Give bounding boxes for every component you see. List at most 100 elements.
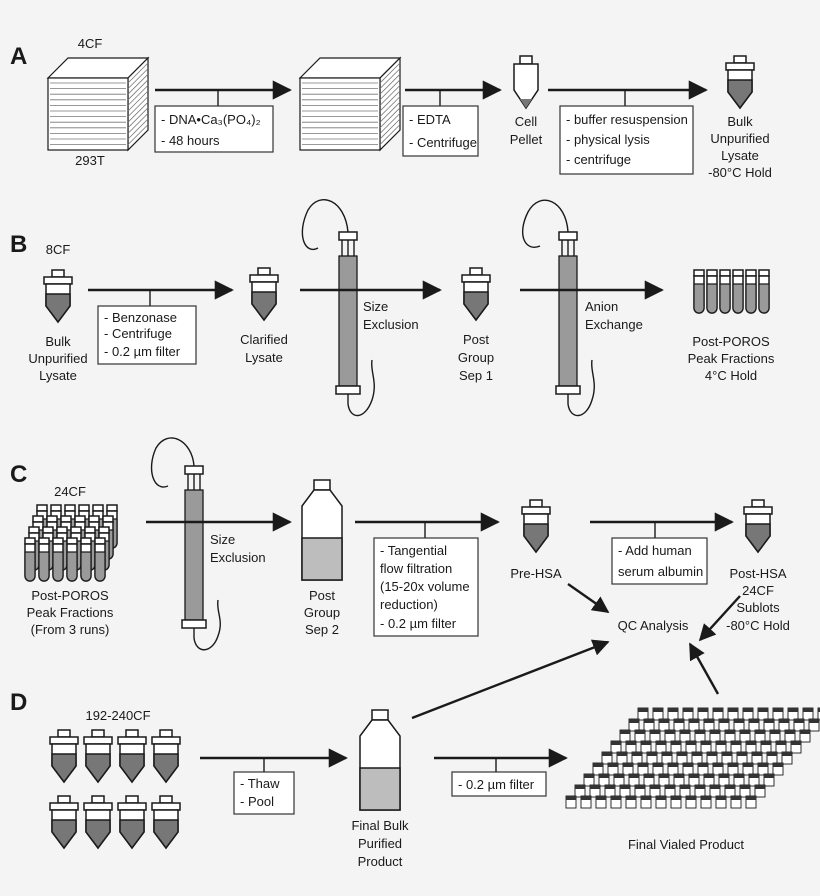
size-exclusion-column-2 bbox=[181, 465, 207, 639]
post-hsa-tube bbox=[743, 499, 773, 553]
step-transfection-line1: - DNA•Ca₃(PO₄)₂ bbox=[161, 112, 261, 127]
final-product-label: Final Vialed Product bbox=[628, 837, 744, 852]
count-label-b: 8CF bbox=[46, 242, 71, 257]
input-b-line3: Lysate bbox=[39, 368, 77, 383]
section-label-d: D bbox=[10, 689, 27, 716]
final-bulk-bottle bbox=[359, 709, 401, 811]
post-b-line3: Sep 1 bbox=[459, 368, 493, 383]
count-label-d: 192-240CF bbox=[85, 708, 150, 723]
input-b-line1: Bulk bbox=[45, 334, 71, 349]
arrow-bulk-to-qc bbox=[411, 639, 610, 720]
bulk-d-line2: Purified bbox=[358, 836, 402, 851]
size-exclusion-b-line2: Exclusion bbox=[363, 317, 419, 332]
cell-line-label: 293T bbox=[75, 153, 105, 168]
clarified-lysate-tube bbox=[249, 267, 279, 321]
input-c-line3: (From 3 runs) bbox=[31, 622, 110, 637]
thawed-tube-array bbox=[49, 729, 181, 849]
step-tff-line3: (15-20x volume bbox=[380, 579, 470, 594]
result-c-line1: Post-HSA bbox=[729, 566, 786, 581]
result-c-line3: Sublots bbox=[736, 600, 780, 615]
size-exclusion-c-line1: Size bbox=[210, 532, 235, 547]
post-b-line2: Group bbox=[458, 350, 494, 365]
result-c-line4: -80°C Hold bbox=[726, 618, 790, 633]
clarified-line2: Lysate bbox=[245, 350, 283, 365]
anion-line1: Anion bbox=[585, 299, 618, 314]
step-tff-line5: - 0.2 µm filter bbox=[380, 616, 457, 631]
section-label-c: C bbox=[10, 461, 27, 488]
step-harvest-line2: - Centrifuge bbox=[409, 135, 477, 150]
cell-factory-stack-transfected bbox=[298, 56, 402, 152]
count-label-c: 24CF bbox=[54, 484, 86, 499]
step-hsa-line2: serum albumin bbox=[618, 564, 703, 579]
pre-hsa-tube bbox=[521, 499, 551, 553]
cell-pellet-tube bbox=[513, 55, 539, 110]
input-b-line2: Unpurified bbox=[28, 351, 87, 366]
post-c-line2: Group bbox=[304, 605, 340, 620]
step-box-harvest bbox=[402, 105, 479, 157]
pellet-label-1: Cell bbox=[515, 114, 538, 129]
step-transfection-line2: - 48 hours bbox=[161, 133, 220, 148]
step-lysis-line2: - physical lysis bbox=[566, 132, 650, 147]
step-harvest-line1: - EDTA bbox=[409, 112, 451, 127]
step-tff-line1: - Tangential bbox=[380, 543, 447, 558]
step-lysis-line1: - buffer resuspension bbox=[566, 112, 688, 127]
size-exclusion-column-1 bbox=[335, 231, 361, 405]
post-c-line1: Post bbox=[309, 588, 335, 603]
bulk-d-line3: Product bbox=[358, 854, 403, 869]
anion-exchange-column bbox=[555, 231, 581, 405]
post-b-line1: Post bbox=[463, 332, 489, 347]
section-label-b: B bbox=[10, 231, 27, 258]
step-tff-line2: flow filtration bbox=[380, 561, 452, 576]
step-box-transfection bbox=[154, 105, 274, 153]
step-box-final-filter bbox=[451, 771, 547, 797]
step-box-lysis bbox=[559, 105, 694, 175]
step-clarification-line3: - 0.2 µm filter bbox=[104, 344, 181, 359]
cell-factory-stack bbox=[46, 56, 150, 152]
step-hsa-line1: - Add human bbox=[618, 543, 692, 558]
step-lysis-line3: - centrifuge bbox=[566, 152, 631, 167]
step-final-filter-line1: - 0.2 µm filter bbox=[458, 777, 535, 792]
qc-analysis-label: QC Analysis bbox=[618, 618, 689, 633]
post-group-sep-1-tube bbox=[461, 267, 491, 321]
step-box-clarification bbox=[97, 305, 197, 365]
final-vial-grid bbox=[565, 707, 820, 809]
arrow-vialed-to-qc bbox=[688, 642, 720, 695]
step-clarification-line2: - Centrifuge bbox=[104, 326, 172, 341]
result-b-line2: Peak Fractions bbox=[688, 351, 775, 366]
step-clarification-line1: - Benzonase bbox=[104, 310, 177, 325]
result-a-line3: Lysate bbox=[721, 148, 759, 163]
result-c-line2: 24CF bbox=[742, 583, 774, 598]
result-a-line4: -80°C Hold bbox=[708, 165, 772, 180]
result-a-line1: Bulk bbox=[727, 114, 753, 129]
pellet-label-2: Pellet bbox=[510, 132, 543, 147]
step-tff-line4: reduction) bbox=[380, 597, 438, 612]
result-b-line1: Post-POROS bbox=[692, 334, 770, 349]
clarified-line1: Clarified bbox=[240, 332, 288, 347]
anion-line2: Exchange bbox=[585, 317, 643, 332]
result-b-line3: 4°C Hold bbox=[705, 368, 757, 383]
step-box-hsa bbox=[611, 537, 708, 585]
step-box-tff bbox=[373, 537, 479, 637]
post-group-sep-2-bottle bbox=[301, 479, 343, 581]
size-exclusion-b-line1: Size bbox=[363, 299, 388, 314]
input-c-line2: Peak Fractions bbox=[27, 605, 114, 620]
input-c-line1: Post-POROS bbox=[31, 588, 109, 603]
step-thaw-line1: - Thaw bbox=[240, 776, 280, 791]
arrow-post-hsa-to-qc bbox=[698, 595, 741, 642]
step-thaw-line2: - Pool bbox=[240, 794, 274, 809]
bulk-d-line1: Final Bulk bbox=[351, 818, 409, 833]
count-label-a: 4CF bbox=[78, 36, 103, 51]
size-exclusion-c-line2: Exclusion bbox=[210, 550, 266, 565]
section-label-a: A bbox=[10, 43, 27, 70]
pre-hsa-label: Pre-HSA bbox=[510, 566, 562, 581]
result-a-line2: Unpurified bbox=[710, 131, 769, 146]
post-c-line3: Sep 2 bbox=[305, 622, 339, 637]
post-poros-vial-grid bbox=[24, 504, 118, 582]
post-poros-vial-rack bbox=[693, 269, 770, 314]
bulk-lysate-tube bbox=[725, 55, 755, 109]
step-box-thaw-pool bbox=[233, 771, 295, 815]
bulk-lysate-input-tube bbox=[43, 269, 73, 323]
arrow-pre-hsa-to-qc bbox=[567, 583, 610, 613]
